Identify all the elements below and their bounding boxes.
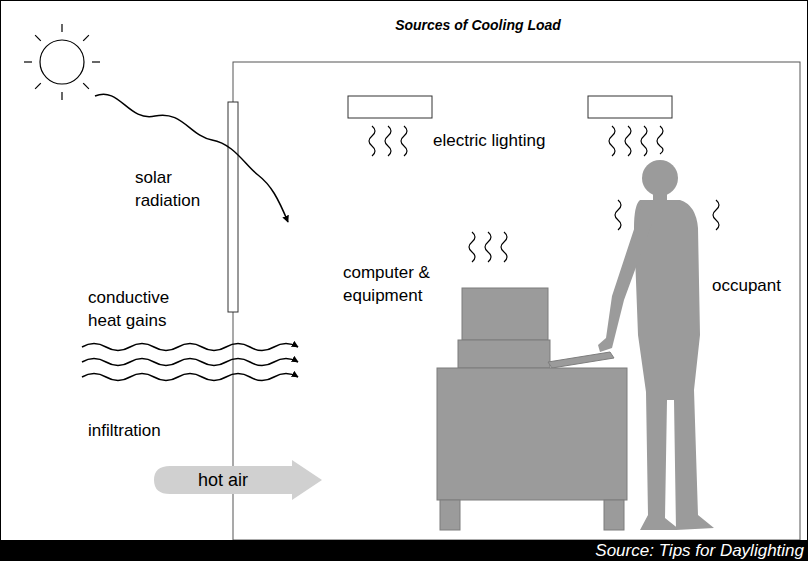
computer-desk [437,288,627,530]
source-caption: Source: Tips for Daylighting [0,540,808,561]
heat-source-label: infiltration [88,419,161,442]
window [228,102,238,312]
conduction-arrows [82,344,298,381]
heat-source-label: computer & equipment [343,261,443,307]
heat-source-label: conductive heat gains [88,286,183,332]
light-fixture [588,96,672,118]
airflow-arrow: hot air [152,460,322,500]
heat-source-label: solar radiation [135,166,220,212]
sun-icon [24,24,100,100]
source-band: Source: Tips for Daylighting [0,540,808,561]
room-outline [233,62,800,540]
light-fixture [348,96,432,118]
node-text: hot air [152,460,248,500]
heat-source-label: occupant [712,274,781,297]
diagram-title: Sources of Cooling Load [395,16,561,34]
solar-arrow [95,94,288,222]
occupant-figure [598,160,714,530]
heat-source-label: electric lighting [433,129,545,152]
